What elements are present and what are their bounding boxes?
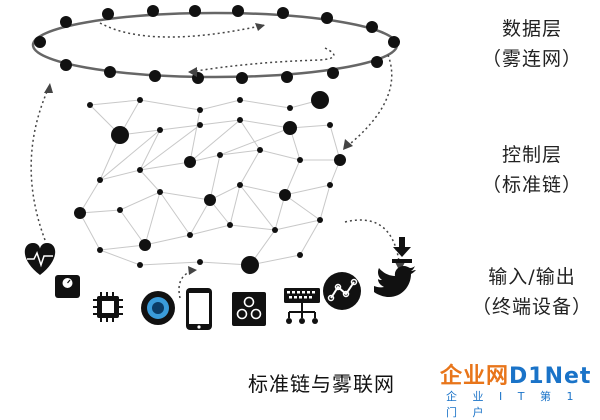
data-layer-flow-arrow [99,22,266,38]
chip-icon [93,292,123,322]
io-layer-label: 输入/输出 （终端设备） [472,262,592,322]
analytics-icon [323,272,361,310]
watermark-part1: 企业网 [440,364,510,389]
keyboard-network-icon [284,288,320,324]
devices [24,237,416,330]
upload-arrow [30,84,51,241]
control-layer-label: 控制层 （标准链） [472,140,592,200]
hub-icon [232,292,266,326]
data-layer-inner-arrow [189,47,335,73]
data-layer-label: 数据层 （雾连网） [472,14,592,74]
data-layer-subtitle: （雾连网） [481,48,582,70]
twitter-bird-icon [374,266,416,297]
control-layer-mesh [74,91,346,274]
watermark-part2: D1Net [509,364,592,389]
download-icon [392,237,412,263]
io-layer-title: 输入/输出 [488,266,576,288]
fog-network-diagram [24,5,416,330]
io-layer-subtitle: （终端设备） [472,296,593,318]
diagram-caption: 标准链与雾联网 [248,372,395,396]
heart-rate-icon [24,243,56,275]
output-arrow [344,219,401,271]
downlink-arrow [344,54,393,149]
data-layer-ring [31,11,399,79]
scale-icon [55,275,80,298]
data-layer-title: 数据层 [501,18,562,40]
data-layer-nodes [34,5,400,84]
control-layer-subtitle: （标准链） [481,174,582,196]
watermark-subtitle: 企 业 I T 第 1 门 户 [446,390,580,419]
control-layer-title: 控制层 [501,144,562,166]
watermark-logo: 企业网D1Net [440,358,591,390]
camera-lens-icon [141,291,175,325]
smartphone-icon [186,288,212,330]
data-layer [31,5,400,84]
